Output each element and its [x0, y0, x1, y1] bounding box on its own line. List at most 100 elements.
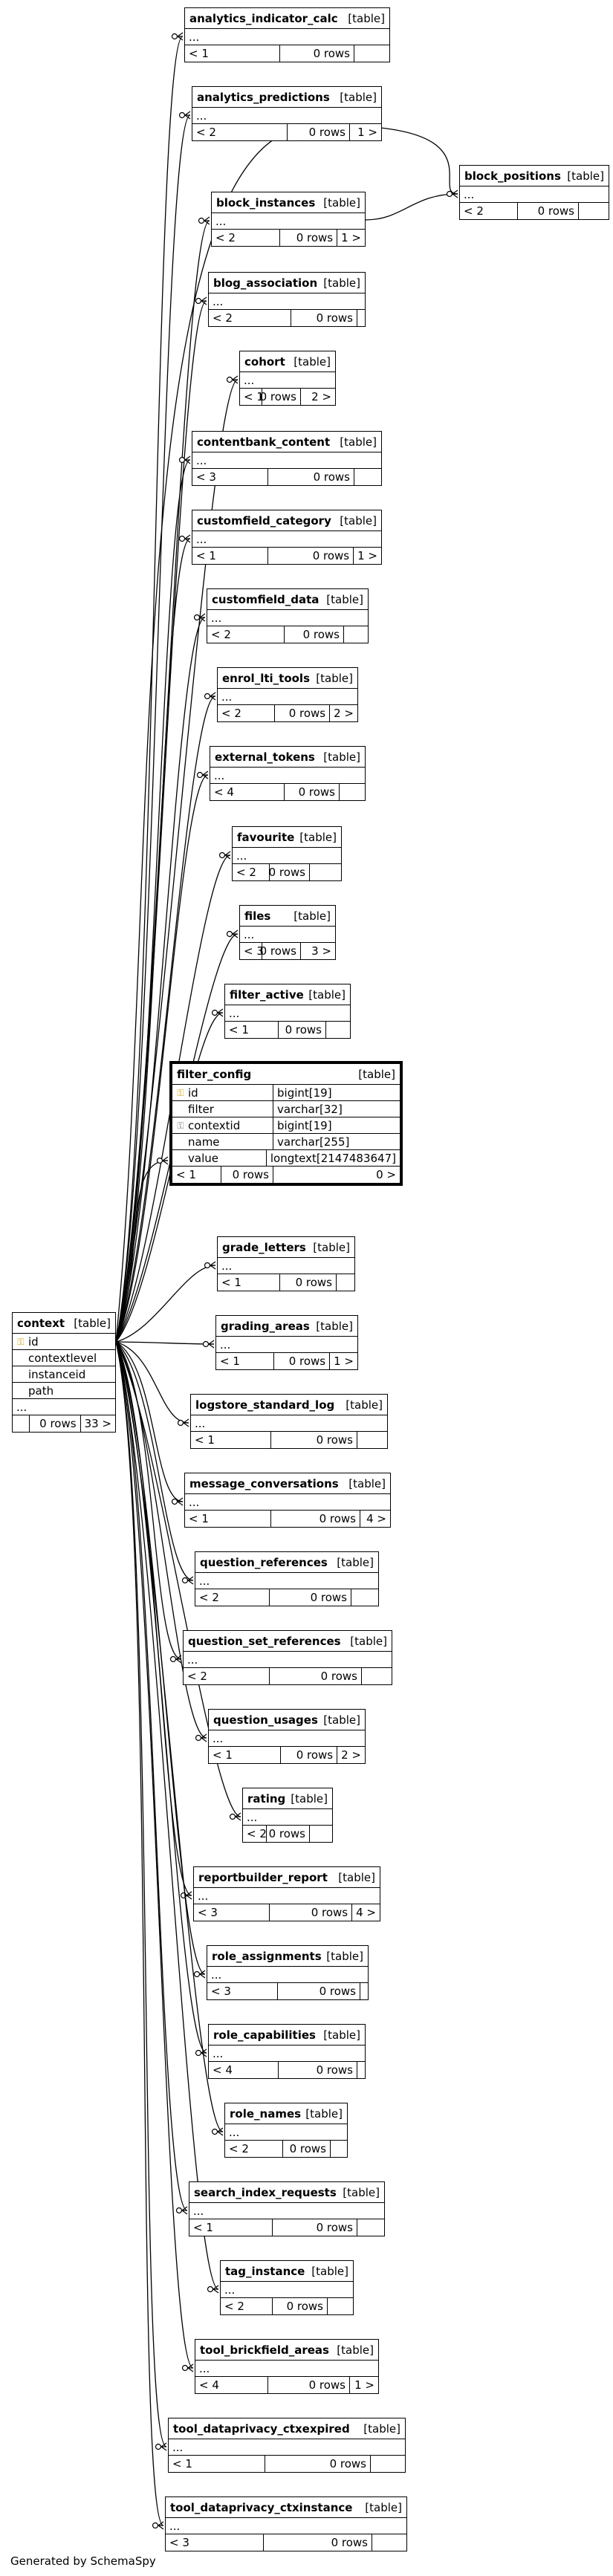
children-count[interactable]: 1 > — [334, 1354, 354, 1368]
parents-count[interactable]: < 1 — [209, 1747, 282, 1763]
table-name[interactable]: grading_areas — [221, 1319, 310, 1333]
table-name[interactable]: question_set_references — [188, 1634, 341, 1648]
children-count[interactable] — [337, 1274, 354, 1291]
children-count[interactable]: 33 > — [84, 1417, 111, 1430]
parents-count[interactable]: < 1 — [192, 548, 268, 564]
children-count[interactable]: 0 > — [376, 1168, 396, 1181]
children-count[interactable]: 1 > — [341, 231, 361, 244]
parents-count[interactable]: < 3 — [240, 943, 264, 959]
parents-count[interactable]: < 1 — [189, 2219, 273, 2236]
table-name[interactable]: message_conversations — [189, 1476, 339, 1490]
parents-count[interactable]: < 4 — [195, 2377, 268, 2393]
children-count[interactable] — [357, 310, 365, 326]
children-count[interactable] — [371, 2456, 405, 2472]
children-count[interactable]: 3 > — [311, 944, 331, 958]
table-name[interactable]: contentbank_content — [197, 435, 331, 449]
children-count[interactable] — [310, 1826, 332, 1842]
parents-count[interactable]: < 1 — [225, 1022, 279, 1038]
parents-count[interactable]: < 2 — [221, 2298, 273, 2314]
children-count[interactable]: 1 > — [357, 126, 377, 139]
children-count[interactable]: 2 > — [341, 1748, 361, 1762]
children-count[interactable] — [344, 626, 368, 643]
children-count[interactable] — [354, 469, 381, 485]
children-count[interactable] — [357, 2219, 384, 2236]
table-name[interactable]: tag_instance — [225, 2264, 305, 2278]
table-name[interactable]: customfield_category — [197, 513, 331, 528]
table-name[interactable]: enrol_lti_tools — [222, 671, 311, 685]
parents-count[interactable]: < 1 — [185, 45, 280, 62]
table-name[interactable]: role_capabilities — [213, 2028, 316, 2042]
parents-count[interactable]: < 2 — [212, 230, 281, 246]
children-count[interactable]: 2 > — [334, 707, 354, 720]
parents-count[interactable]: < 2 — [207, 626, 285, 643]
parents-count[interactable]: < 4 — [210, 784, 285, 800]
table-tool-dataprivacy-ctxexpired[interactable]: tool_dataprivacy_ctxexpired[table]...< 1… — [168, 2418, 406, 2473]
parents-count[interactable]: < 2 — [225, 2141, 283, 2157]
parents-count[interactable]: < 1 — [185, 1511, 271, 1527]
table-name[interactable]: logstore_standard_log — [195, 1398, 335, 1412]
children-count[interactable] — [579, 203, 609, 219]
parents-count[interactable]: < 4 — [209, 2062, 279, 2078]
children-count[interactable] — [360, 1983, 368, 1999]
table-name[interactable]: block_instances — [216, 195, 316, 210]
table-name[interactable]: grade_letters — [222, 1240, 306, 1254]
parents-count[interactable]: < 1 — [169, 2456, 265, 2472]
children-count[interactable] — [310, 864, 341, 880]
table-name[interactable]: question_references — [200, 1555, 328, 1569]
children-count[interactable]: 2 > — [311, 390, 331, 403]
table-name[interactable]: analytics_predictions — [197, 90, 330, 104]
table-name[interactable]: files — [244, 909, 271, 923]
children-count[interactable]: 4 > — [356, 1906, 376, 1919]
children-count[interactable] — [326, 1022, 350, 1038]
parents-count[interactable]: < 2 — [192, 124, 288, 140]
table-name[interactable]: tool_brickfield_areas — [200, 2343, 329, 2357]
parents-count[interactable]: < 1 — [216, 1353, 274, 1369]
table-name[interactable]: context — [17, 1316, 65, 1330]
parents-count[interactable]: < 2 — [233, 864, 270, 880]
children-count[interactable]: 1 > — [354, 2378, 374, 2392]
parents-count[interactable]: < 1 — [172, 1167, 221, 1183]
parents-count[interactable]: < 3 — [192, 469, 268, 485]
children-count[interactable] — [372, 2534, 406, 2551]
table-name[interactable]: role_assignments — [212, 1949, 322, 1963]
parents-count[interactable]: < 2 — [184, 1668, 270, 1684]
children-count[interactable] — [351, 1589, 378, 1606]
table-name[interactable]: question_usages — [213, 1713, 318, 1727]
children-count[interactable] — [331, 2141, 347, 2157]
parents-count[interactable]: < 2 — [195, 1589, 270, 1606]
table-name[interactable]: filter_active — [230, 987, 304, 1002]
table-name[interactable]: filter_config — [177, 1067, 252, 1081]
parents-count[interactable]: < 3 — [194, 1904, 270, 1921]
parents-count[interactable]: < 3 — [207, 1983, 278, 1999]
children-count[interactable] — [357, 2062, 365, 2078]
children-count[interactable]: 4 > — [366, 1512, 386, 1525]
table-tool-dataprivacy-ctxinstance[interactable]: tool_dataprivacy_ctxinstance[table]...< … — [165, 2496, 407, 2551]
parents-count[interactable] — [13, 1415, 30, 1432]
table-name[interactable]: external_tokens — [215, 750, 315, 764]
table-name[interactable]: rating — [247, 1791, 286, 1806]
table-name[interactable]: block_positions — [464, 169, 561, 183]
table-name[interactable]: favourite — [237, 830, 295, 844]
parents-count[interactable]: < 1 — [240, 389, 264, 405]
